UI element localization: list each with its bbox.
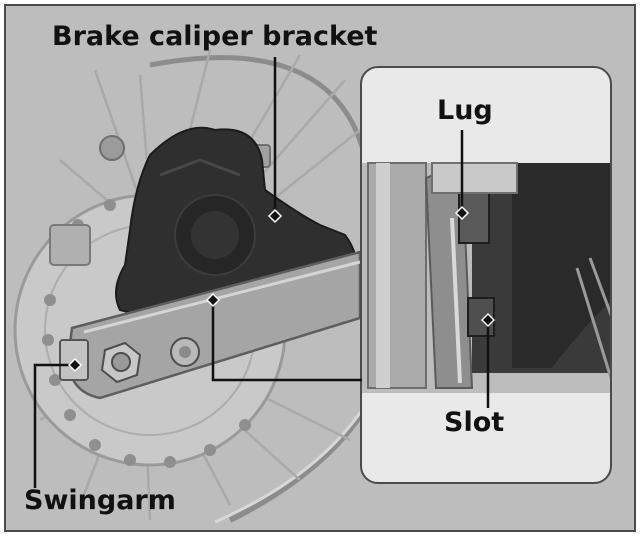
lug-label: Lug: [437, 95, 493, 126]
close-up-illustration: [362, 161, 610, 393]
close-up-inset: [360, 66, 612, 484]
swingarm-label: Swingarm: [24, 485, 176, 516]
slot-label: Slot: [444, 407, 505, 438]
brake-caliper-bracket-label: Brake caliper bracket: [52, 21, 378, 52]
